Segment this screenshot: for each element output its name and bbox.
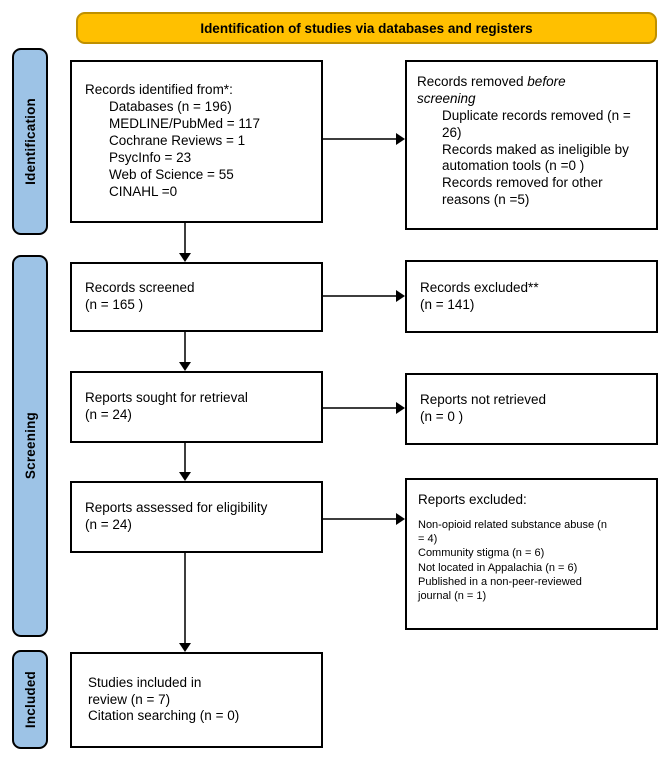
box-reports-not-retrieved: Reports not retrieved (n = 0 ) xyxy=(405,373,658,445)
list-item: Published in a non-peer-reviewed journal… xyxy=(418,576,582,603)
phase-label-included: Included xyxy=(12,650,48,749)
list-item: Web of Science = 55 xyxy=(109,166,234,182)
arrow-right-1-head xyxy=(396,133,405,145)
box-records-excluded: Records excluded** (n = 141) xyxy=(405,260,658,333)
list-item: Non-opioid related substance abuse (n = … xyxy=(418,518,607,546)
box-title: Reports excluded: xyxy=(418,492,527,507)
arrow-right-3-head xyxy=(396,402,405,414)
phase-label-screening: Screening xyxy=(12,255,48,637)
list-item: Databases (n = 196) xyxy=(109,99,232,115)
box-records-identified: Records identified from*: Databases (n =… xyxy=(70,60,323,223)
list-item: Records removed for other reasons (n =5) xyxy=(442,175,603,208)
arrow-right-2-line xyxy=(323,295,396,297)
box-studies-included: Studies included in review (n = 7) Citat… xyxy=(70,652,323,748)
list-item: Not located in Appalachia (n = 6) xyxy=(418,561,578,574)
list-item: Community stigma (n = 6) xyxy=(418,547,545,560)
arrow-down-3-head xyxy=(179,472,191,481)
arrow-down-4-head xyxy=(179,643,191,652)
header-banner: Identification of studies via databases … xyxy=(76,12,657,44)
list-item: Duplicate records removed (n = 26) xyxy=(442,107,631,140)
box-title: Records identified from*: xyxy=(85,82,233,98)
box-reports-assessed: Reports assessed for eligibility (n = 24… xyxy=(70,481,323,553)
list-item: Records maked as ineligible by automatio… xyxy=(442,141,629,174)
box-title: Records removed before screening xyxy=(417,74,566,106)
arrow-down-2-head xyxy=(179,362,191,371)
arrow-right-2-head xyxy=(396,290,405,302)
list-item: MEDLINE/PubMed = 117 xyxy=(109,116,260,132)
box-records-screened: Records screened (n = 165 ) xyxy=(70,262,323,332)
box-reports-excluded: Reports excluded: Non-opioid related sub… xyxy=(405,478,658,630)
arrow-down-3-line xyxy=(184,443,186,472)
header-title: Identification of studies via databases … xyxy=(200,20,533,36)
list-item: PsycInfo = 23 xyxy=(109,149,192,165)
arrow-down-4-line xyxy=(184,553,186,643)
list-item: CINAHL =0 xyxy=(109,183,178,199)
list-item: Cochrane Reviews = 1 xyxy=(109,133,246,149)
arrow-right-4-head xyxy=(396,513,405,525)
arrow-down-1-line xyxy=(184,223,186,254)
box-records-removed: Records removed before screening Duplica… xyxy=(405,60,658,230)
arrow-down-1-head xyxy=(179,253,191,262)
phase-label-identification: Identification xyxy=(12,48,48,235)
arrow-down-2-line xyxy=(184,332,186,362)
arrow-right-4-line xyxy=(323,518,396,520)
arrow-right-1-line xyxy=(323,138,396,140)
box-reports-sought: Reports sought for retrieval (n = 24) xyxy=(70,371,323,443)
arrow-right-3-line xyxy=(323,407,396,409)
